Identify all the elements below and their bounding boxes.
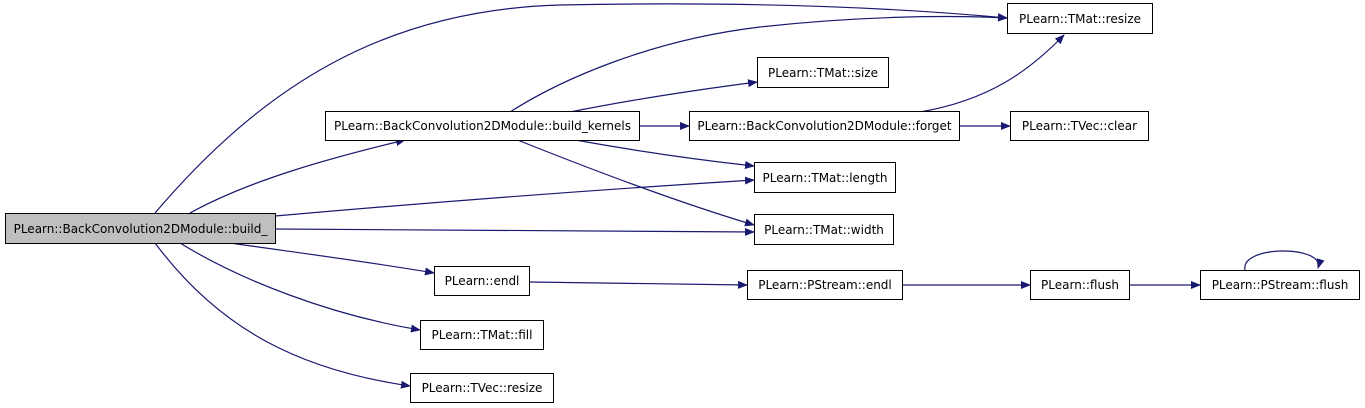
node-tmat-width[interactable]: PLearn::TMat::width xyxy=(754,214,894,245)
node-tvec-clear[interactable]: PLearn::TVec::clear xyxy=(1010,111,1149,141)
node-build-kernels[interactable]: PLearn::BackConvolution2DModule::build_k… xyxy=(325,111,640,141)
edge-pstream-flush-self xyxy=(1244,250,1325,271)
edge-build-kernels-to-tmat-width xyxy=(514,138,755,227)
node-forget[interactable]: PLearn::BackConvolution2DModule::forget xyxy=(689,111,960,141)
edge-build-kernels-to-tmat-size xyxy=(569,79,758,113)
edge-build-to-endl xyxy=(229,242,435,276)
node-tvec-resize[interactable]: PLearn::TVec::resize xyxy=(410,373,554,403)
node-tmat-size[interactable]: PLearn::TMat::size xyxy=(757,57,889,88)
node-endl[interactable]: PLearn::endl xyxy=(434,266,530,296)
edge-build-to-tmat-fill xyxy=(179,242,421,333)
edge-build-to-tmat-width xyxy=(274,227,755,236)
node-tmat-length[interactable]: PLearn::TMat::length xyxy=(754,162,896,193)
edge-build-to-tvec-resize xyxy=(154,242,411,389)
edge-build-kernels-to-tmat-length xyxy=(569,138,755,169)
node-tmat-resize[interactable]: PLearn::TMat::resize xyxy=(1007,3,1153,34)
node-tmat-fill[interactable]: PLearn::TMat::fill xyxy=(420,320,544,350)
edge-endl-to-pstream-endl xyxy=(529,280,748,289)
node-flush[interactable]: PLearn::flush xyxy=(1030,270,1130,300)
edge-build-kernels-to-tmat-resize xyxy=(509,13,1008,113)
edge-build-to-build-kernels xyxy=(189,138,406,214)
node-build[interactable]: PLearn::BackConvolution2DModule::build_ xyxy=(5,213,276,244)
edge-build-to-tmat-length xyxy=(274,176,755,217)
edge-build-to-tmat-resize xyxy=(154,3,1008,214)
node-pstream-endl[interactable]: PLearn::PStream::endl xyxy=(747,270,903,300)
edge-forget-to-tmat-resize xyxy=(919,34,1065,113)
node-pstream-flush[interactable]: PLearn::PStream::flush xyxy=(1200,270,1360,300)
